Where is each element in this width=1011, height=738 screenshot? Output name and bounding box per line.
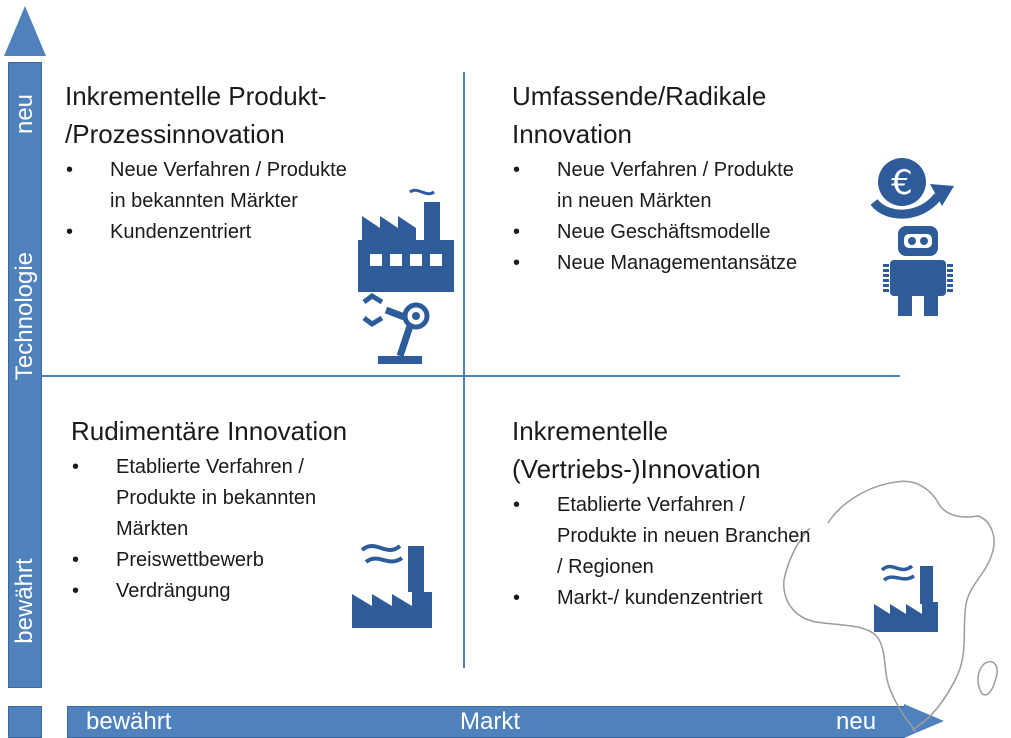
- bullet-item: Etablierte Verfahren / Produkte in bekan…: [71, 452, 347, 545]
- bullet-item: Neue Managementansätze: [512, 248, 797, 279]
- x-axis-label-middle: Markt: [460, 708, 520, 735]
- axis-corner-block: [8, 706, 42, 738]
- quadrant-title-line: Inkrementelle Produkt-: [65, 81, 327, 111]
- bullet-line: Neue Verfahren / Produkte: [110, 159, 347, 181]
- bullet-line: Etablierte Verfahren /: [557, 494, 745, 516]
- bullet-line: Verdrängung: [116, 580, 231, 602]
- bullet-line: / Regionen: [557, 556, 654, 578]
- factory-small-icon: [874, 564, 938, 632]
- factory-small-icon: [352, 544, 432, 628]
- x-axis-bar: [67, 706, 905, 738]
- euro-cycle-icon: €: [870, 158, 954, 219]
- bullet-item: Neue Verfahren / Produkte in bekannten M…: [65, 155, 347, 217]
- y-axis-bar: [8, 62, 42, 688]
- bullet-item: Neue Verfahren / Produkte in neuen Märkt…: [512, 155, 797, 217]
- bullet-list: Neue Verfahren / Produkte in bekannten M…: [65, 155, 347, 248]
- quadrant-title-line: (Vertriebs-)Innovation: [512, 454, 761, 484]
- y-axis-label-middle: Technologie: [11, 251, 38, 381]
- bullet-line: Kundenzentriert: [110, 221, 252, 243]
- quadrant-bottom-right: Inkrementelle (Vertriebs-)Innovation Eta…: [512, 412, 811, 614]
- bullet-list: Neue Verfahren / Produkte in neuen Märkt…: [512, 155, 797, 279]
- robot-arm-icon: [362, 292, 430, 364]
- quadrant-title-line: Umfassende/Radikale: [512, 81, 767, 111]
- bullet-line: Produkte in neuen Branchen: [557, 525, 811, 547]
- quadrant-top-right: Umfassende/Radikale Innovation Neue Verf…: [512, 77, 797, 279]
- bullet-line: in neuen Märkten: [557, 190, 712, 212]
- x-axis-label-right: neu: [836, 708, 877, 735]
- bullet-line: Neue Managementansätze: [557, 252, 798, 274]
- bullet-item: Verdrängung: [71, 576, 347, 607]
- y-axis-label-top: neu: [11, 93, 38, 135]
- robot-icon: [883, 226, 953, 316]
- y-axis-arrowhead: [4, 6, 46, 56]
- bullet-list: Etablierte Verfahren / Produkte in bekan…: [71, 452, 347, 607]
- quadrant-title-line: /Prozessinnovation: [65, 119, 285, 149]
- factory-large-icon: [358, 188, 454, 292]
- bullet-item: Preiswettbewerb: [71, 545, 347, 576]
- bullet-item: Etablierte Verfahren / Produkte in neuen…: [512, 490, 811, 583]
- quadrant-title-line: Inkrementelle: [512, 416, 669, 446]
- quadrant-divider-horizontal: [42, 375, 900, 377]
- bullet-item: Neue Geschäftsmodelle: [512, 217, 797, 248]
- bullet-line: Etablierte Verfahren /: [116, 456, 304, 478]
- y-axis-label-bottom: bewährt: [11, 558, 38, 644]
- quadrant-divider-vertical: [463, 72, 465, 668]
- quadrant-title-line: Innovation: [512, 119, 632, 149]
- x-axis-label-left: bewährt: [86, 708, 172, 735]
- quadrant-bottom-left: Rudimentäre Innovation Etablierte Verfah…: [71, 412, 347, 607]
- bullet-line: Neue Verfahren / Produkte: [557, 159, 794, 181]
- bullet-line: Produkte in bekannten: [116, 487, 317, 509]
- euro-glyph: €: [891, 163, 913, 203]
- bullet-list: Etablierte Verfahren / Produkte in neuen…: [512, 490, 811, 614]
- bullet-item: Kundenzentriert: [65, 217, 347, 248]
- quadrant-title-line: Rudimentäre Innovation: [71, 416, 348, 446]
- bullet-line: Preiswettbewerb: [116, 549, 264, 571]
- bullet-line: Neue Geschäftsmodelle: [557, 221, 771, 243]
- bullet-item: Markt-/ kundenzentriert: [512, 583, 811, 614]
- bullet-line: Märkten: [116, 518, 189, 540]
- bullet-line: in bekannten Märkter: [110, 190, 298, 212]
- quadrant-top-left: Inkrementelle Produkt- /Prozessinnovatio…: [65, 77, 347, 248]
- bullet-line: Markt-/ kundenzentriert: [557, 587, 763, 609]
